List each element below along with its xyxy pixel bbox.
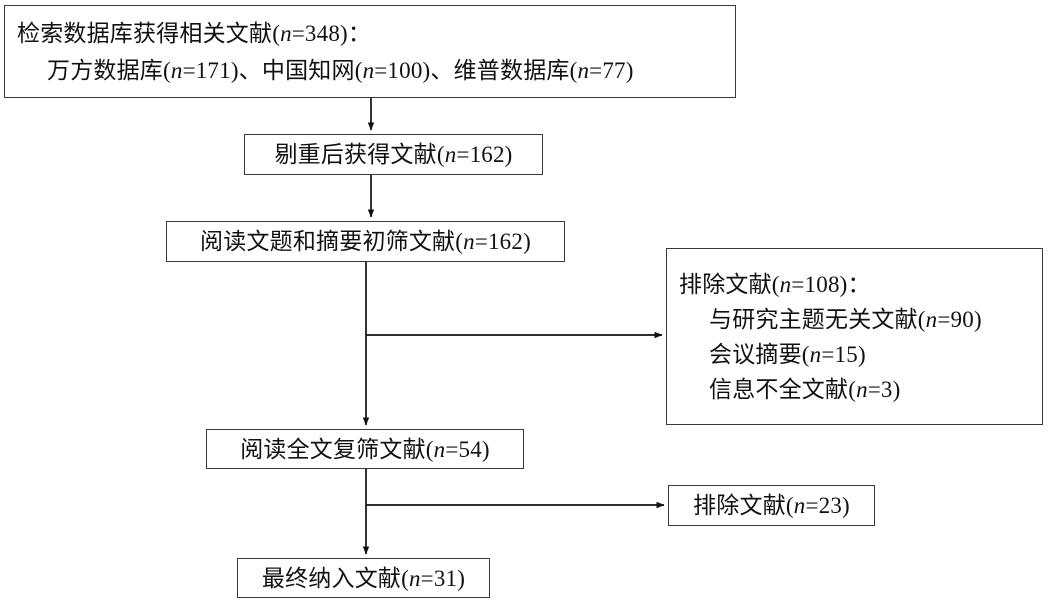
search-line-total: 检索数据库获得相关文献(n=348)： — [17, 20, 372, 46]
exclude1-reason-conference-abstract: 会议摘要(n=15) — [709, 341, 866, 367]
exclude1-total: 排除文献(n=108)： — [679, 271, 871, 297]
screen1-label: 阅读文题和摘要初筛文献(n=162) — [200, 229, 531, 254]
node-final-included: 最终纳入文献(n=31) — [237, 558, 490, 598]
node-title-abstract-screening: 阅读文题和摘要初筛文献(n=162) — [166, 221, 565, 262]
node-excluded-first-round: 排除文献(n=108)： 与研究主题无关文献(n=90) 会议摘要(n=15) … — [666, 248, 1043, 425]
exclude2-label: 排除文献(n=23) — [693, 493, 850, 518]
node-excluded-second-round: 排除文献(n=23) — [668, 485, 875, 526]
exclude1-reason-offtopic: 与研究主题无关文献(n=90) — [709, 306, 982, 332]
final-label: 最终纳入文献(n=31) — [261, 565, 466, 591]
dedup-label: 剔重后获得文献(n=162) — [274, 142, 513, 167]
screen2-label: 阅读全文复筛文献(n=54) — [240, 436, 490, 462]
node-fulltext-screening: 阅读全文复筛文献(n=54) — [206, 429, 524, 469]
node-deduplicated: 剔重后获得文献(n=162) — [244, 134, 543, 175]
node-search-results: 检索数据库获得相关文献(n=348)： 万方数据库(n=171)、中国知网(n=… — [4, 5, 736, 98]
exclude1-reason-incomplete-info: 信息不全文献(n=3) — [709, 376, 901, 402]
search-line-sources: 万方数据库(n=171)、中国知网(n=100)、维普数据库(n=77) — [47, 57, 634, 83]
